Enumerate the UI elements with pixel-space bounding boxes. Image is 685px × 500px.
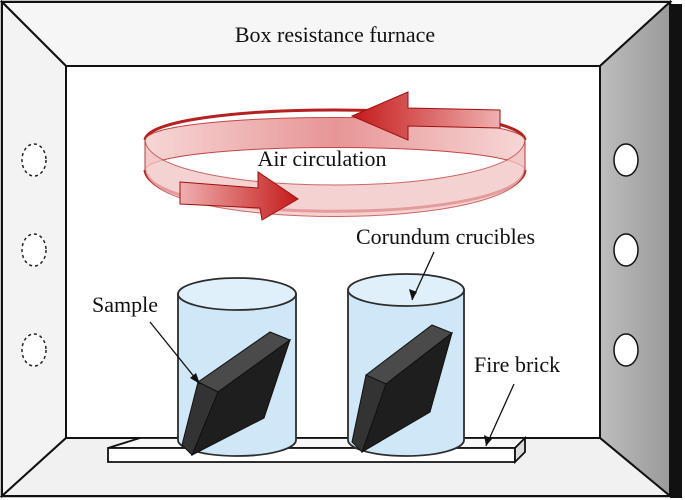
dashed-circle-icon bbox=[21, 233, 47, 267]
dashed-circle-icon bbox=[21, 143, 47, 177]
frame-shadow bbox=[670, 4, 682, 498]
brick-label: Fire brick bbox=[474, 352, 560, 377]
circle-icon bbox=[613, 143, 639, 177]
furnace-title: Box resistance furnace bbox=[235, 22, 435, 47]
sample-leader-line bbox=[149, 321, 201, 385]
sample-label: Sample bbox=[92, 292, 158, 317]
circle-icon bbox=[613, 333, 639, 367]
crucibles-arrowhead bbox=[409, 289, 417, 300]
air-flow-arrow-left bbox=[350, 91, 501, 141]
dashed-circle-icon bbox=[21, 333, 47, 367]
crucibles-label: Corundum crucibles bbox=[356, 224, 535, 249]
sample-block-right bbox=[351, 324, 453, 454]
air-flow-arrow-right bbox=[179, 171, 299, 221]
brick-arrowhead bbox=[484, 435, 492, 446]
brick-leader-line bbox=[485, 383, 515, 447]
sample-block-left bbox=[181, 331, 292, 457]
circle-icon bbox=[613, 233, 639, 267]
sample-arrowhead bbox=[190, 373, 200, 384]
air-circulation-label: Air circulation bbox=[258, 146, 387, 171]
crucible-left bbox=[177, 277, 297, 457]
crucible-right bbox=[347, 273, 465, 457]
